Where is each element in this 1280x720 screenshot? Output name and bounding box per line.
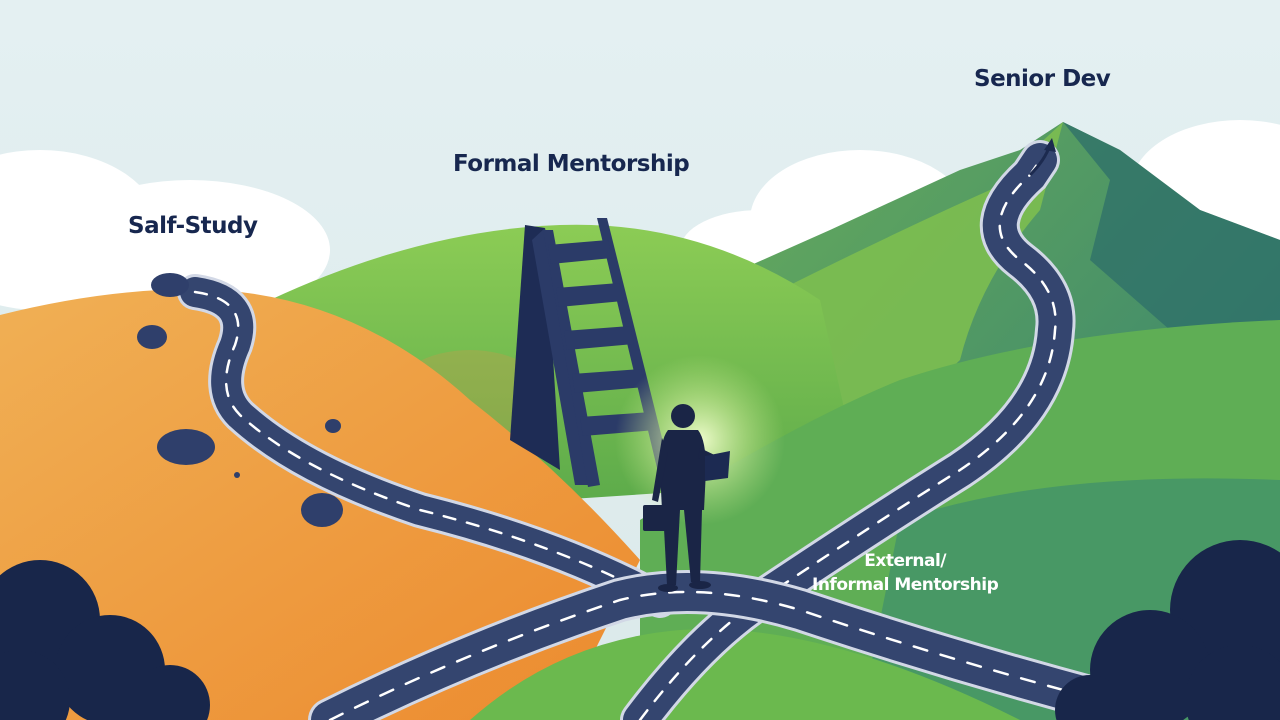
figure-foot-right — [689, 581, 711, 589]
boulder-5 — [301, 493, 343, 527]
bushes — [0, 540, 1280, 720]
external-mentorship-label: External/ Informal Mentorship — [812, 549, 999, 597]
figure-leg-right — [684, 510, 702, 582]
figure-leg-left — [663, 510, 680, 585]
external-label-line1: External/ — [864, 551, 946, 571]
laptop — [705, 451, 730, 481]
figure-body — [660, 430, 706, 510]
roads — [177, 140, 1122, 720]
boulder-4 — [325, 419, 341, 433]
bush-right-3 — [1185, 645, 1280, 720]
self-study-lane — [193, 290, 662, 602]
self-study-label: Salf-Study — [128, 213, 258, 239]
briefcase — [643, 505, 667, 531]
boulder-2 — [137, 325, 167, 349]
figure-foot-left — [658, 584, 678, 592]
bush-left-4 — [130, 665, 210, 720]
boulder-3 — [157, 429, 215, 465]
ground — [470, 629, 1020, 720]
bush-right-4 — [1055, 675, 1125, 720]
figure-arm-left — [652, 438, 668, 502]
formal-mentorship-label: Formal Mentorship — [453, 151, 690, 177]
boulders — [137, 273, 343, 527]
external-label-line2: Informal Mentorship — [812, 575, 999, 595]
pebble — [234, 472, 240, 478]
cloud-left-2 — [50, 180, 330, 320]
arrow-up-icon — [1028, 138, 1056, 177]
bush-left-3 — [0, 650, 70, 720]
figure-head — [671, 404, 695, 428]
cross-lane — [328, 590, 1102, 720]
boulder-1 — [151, 273, 189, 297]
senior-dev-label: Senior Dev — [974, 66, 1111, 92]
person-with-briefcase-and-laptop-icon — [643, 404, 730, 592]
